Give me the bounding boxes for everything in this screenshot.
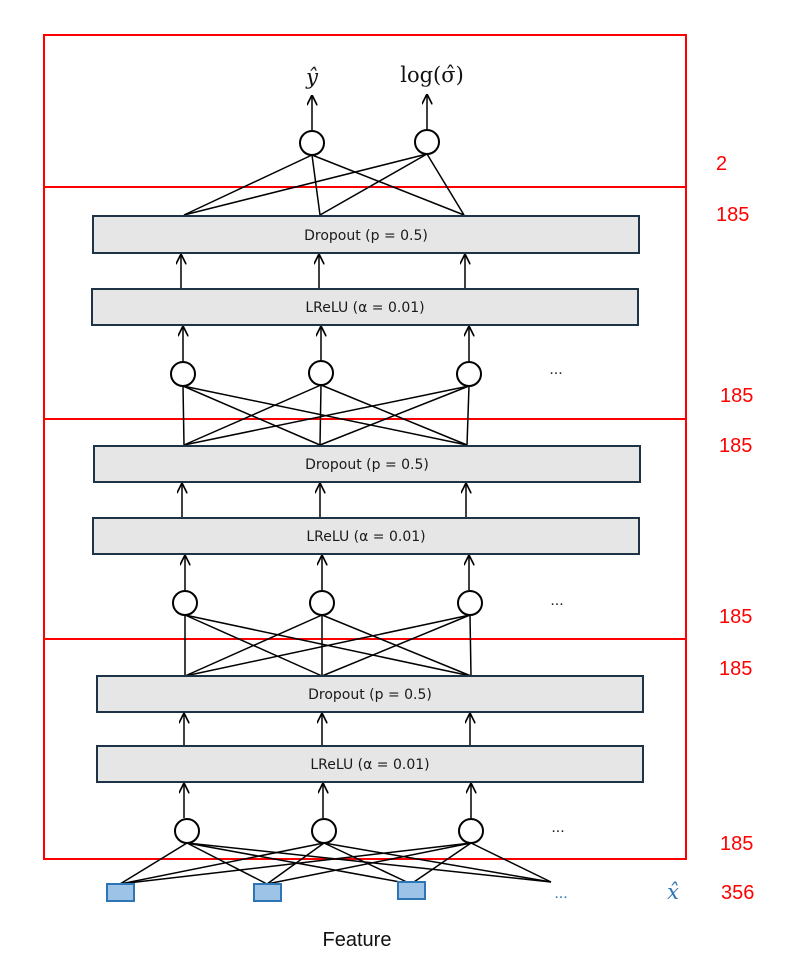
input-ellipsis: ... — [554, 885, 567, 902]
hidden-layer-1: Dropout (p = 0.5) LReLU (α = 0.01) .. — [91, 204, 753, 446]
nodes-ellipsis: ... — [550, 592, 563, 609]
input-feature-node — [397, 881, 426, 900]
hidden-node — [172, 590, 198, 616]
layer-size-top: 185 — [716, 204, 749, 226]
activation-label: LReLU (α = 0.01) — [305, 300, 424, 316]
activation-box — [92, 517, 640, 555]
activation-label: LReLU (α = 0.01) — [306, 529, 425, 545]
dropout-box — [96, 675, 644, 713]
output-node-y — [299, 130, 325, 156]
input-feature-node — [253, 883, 282, 902]
layer-size-top: 185 — [719, 435, 752, 457]
nodes-ellipsis: ... — [549, 361, 562, 378]
activation-to-dropout-arrows — [182, 484, 466, 517]
output-node-sigma — [414, 129, 440, 155]
input-size-label: 356 — [721, 882, 754, 904]
hidden-node — [174, 818, 200, 844]
hidden-layer-3: Dropout (p = 0.5) LReLU (α = 0.01) — [96, 658, 753, 885]
hidden-node — [170, 361, 196, 387]
nodes-ellipsis: ... — [551, 819, 564, 836]
activation-box — [91, 288, 639, 326]
output-section-frame — [43, 34, 687, 188]
hidden-node — [308, 360, 334, 386]
output-label-y-hat: ŷ — [305, 65, 319, 89]
output-label-log-sigma: log(σ̂) — [400, 63, 464, 87]
activation-to-dropout-arrows — [184, 714, 470, 745]
layer-size-top: 185 — [719, 658, 752, 680]
feature-caption: Feature — [323, 929, 392, 951]
activation-label: LReLU (α = 0.01) — [310, 757, 429, 773]
output-connections — [183, 153, 465, 216]
layer-size-bottom: 185 — [719, 606, 752, 628]
node-connections — [182, 384, 470, 446]
hidden-layer-2: Dropout (p = 0.5) LReLU (α = 0.01) .. — [92, 435, 752, 677]
hidden-node — [309, 590, 335, 616]
node-to-activation-arrows — [184, 784, 471, 818]
node-connections — [184, 614, 472, 677]
output-size-label: 2 — [716, 153, 727, 175]
layer-size-bottom: 185 — [720, 385, 753, 407]
dropout-label: Dropout (p = 0.5) — [308, 687, 432, 703]
section-frames — [43, 34, 687, 860]
input-feature-node — [106, 883, 135, 902]
output-section: ŷ log(σ̂) 2 — [183, 63, 727, 216]
node-to-activation-arrows — [183, 327, 469, 361]
node-to-activation-arrows — [185, 556, 469, 590]
hidden-node — [458, 818, 484, 844]
dropout-box — [93, 445, 641, 483]
input-layer: ... x̂ 356 Feature — [106, 880, 754, 951]
input-connections — [119, 842, 552, 885]
dropout-label: Dropout (p = 0.5) — [304, 228, 428, 244]
hidden-node — [311, 818, 337, 844]
layer-3-section-frame — [43, 638, 687, 860]
dropout-box — [92, 215, 640, 254]
input-symbol-x-hat: x̂ — [667, 880, 679, 904]
hidden-node — [457, 590, 483, 616]
dropout-label: Dropout (p = 0.5) — [305, 457, 429, 473]
hidden-node — [456, 361, 482, 387]
layer-size-bottom: 185 — [720, 833, 753, 855]
activation-to-dropout-arrows — [181, 255, 465, 288]
activation-box — [96, 745, 644, 783]
